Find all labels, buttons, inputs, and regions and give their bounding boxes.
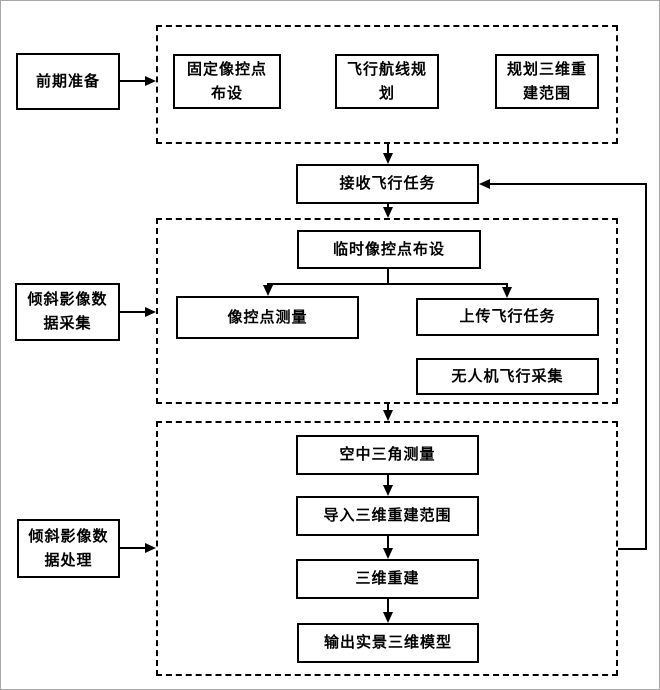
collection-stage-label: 倾斜影像数 据采集 <box>15 283 120 341</box>
collection-stage-container <box>156 218 618 404</box>
edge-aerial-to-import-arrowhead <box>383 485 393 496</box>
processing-stage-label: 倾斜影像数 据处理 <box>17 519 120 578</box>
node-plan-3d-range: 规划三维重 建范围 <box>495 54 599 109</box>
edge-prep-to-stage1-line <box>120 80 147 82</box>
node-3d-reconstruction: 三维重建 <box>296 559 479 599</box>
edge-receive-to-stage2-line <box>387 204 389 208</box>
edge-stage2-to-stage3-arrowhead <box>383 410 393 421</box>
node-gcp-measurement: 像控点测量 <box>176 296 359 339</box>
edge-collect-label-to-stage2-line <box>120 311 147 313</box>
node-flight-route-planning: 飞行航线规 划 <box>335 54 439 109</box>
edge-process-label-to-stage3-line <box>120 547 147 549</box>
edge-branch-to-upload-arrowhead <box>502 287 512 298</box>
node-upload-flight-task: 上传飞行任务 <box>416 298 599 336</box>
node-temp-gcp-layout: 临时像控点布设 <box>297 230 481 269</box>
node-aerial-triangulation: 空中三角测量 <box>296 435 479 475</box>
edge-recon-to-output-line <box>387 599 389 613</box>
node-receive-flight-task: 接收飞行任务 <box>296 164 479 204</box>
edge-recon-to-output-arrowhead <box>383 612 393 623</box>
edge-prep-to-stage1-arrowhead <box>145 76 156 86</box>
edge-aerial-to-import-line <box>387 475 389 486</box>
edge-stage1-to-receive-line <box>387 143 389 154</box>
edge-process-label-to-stage3-arrowhead <box>145 543 156 553</box>
edge-collect-label-to-stage2-arrowhead <box>145 307 156 317</box>
edge-feedback-bottom-line <box>618 548 647 550</box>
node-fixed-gcp-layout: 固定像控点 布设 <box>173 54 281 109</box>
edge-branch-to-gcp-measure-arrowhead <box>263 285 273 296</box>
edge-tempgcp-branch-crossbar <box>267 283 508 285</box>
edge-receive-to-stage2-arrowhead <box>383 207 393 218</box>
edge-import-to-recon-line <box>387 536 389 549</box>
edge-tempgcp-branch-stem <box>387 269 389 285</box>
edge-feedback-top-line <box>488 183 647 185</box>
edge-stage1-to-receive-arrowhead <box>383 153 393 164</box>
edge-feedback-arrowhead <box>479 179 490 189</box>
edge-feedback-vertical-line <box>645 183 647 550</box>
node-output-3d-model: 输出实景三维模型 <box>297 623 479 663</box>
edge-import-to-recon-arrowhead <box>383 548 393 559</box>
node-uav-flight-collection: 无人机飞行采集 <box>416 358 599 395</box>
node-import-3d-range: 导入三维重建范围 <box>296 496 479 536</box>
prep-stage-label: 前期准备 <box>16 53 120 110</box>
edge-branch-to-upload-stub <box>506 283 508 288</box>
processing-stage-container <box>156 421 618 676</box>
edge-stage2-to-stage3-line <box>387 404 389 411</box>
